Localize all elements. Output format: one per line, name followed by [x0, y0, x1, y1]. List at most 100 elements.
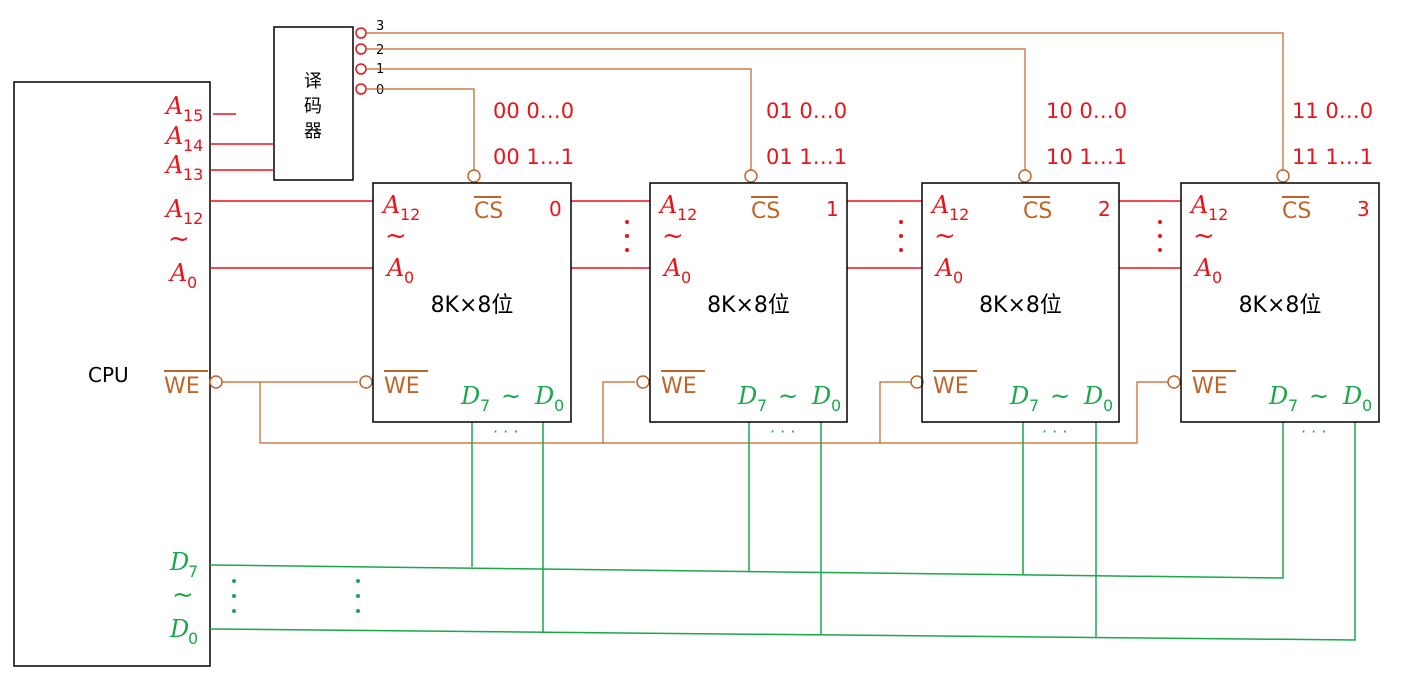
chip-pin-d7-sub: 7 — [757, 396, 767, 415]
chip-pin-a12-letter: A — [1189, 191, 1208, 219]
data-bus — [209, 422, 1356, 641]
cpu-pin-a12: A 12 — [164, 195, 203, 228]
cpu-pin-we: WE — [164, 370, 208, 399]
cpu-pin-a15: A 15 — [164, 92, 203, 125]
chip-pin-d7-sub: 7 — [1029, 396, 1039, 415]
svg-text:0: 0 — [188, 629, 198, 648]
chip-addr-tilde: ~ — [934, 221, 956, 251]
chip-pin-a12-sub: 12 — [949, 205, 969, 224]
cpu-pin-a0: A 0 — [168, 259, 197, 292]
chip-pin-we: WE — [661, 374, 697, 399]
chip-pin-we: WE — [384, 374, 420, 399]
chip-outline — [649, 182, 848, 423]
chip-pin-a12-sub: 12 — [677, 205, 697, 224]
chip-pin-cs: CS — [751, 199, 780, 224]
cpu-pin-d0: D 0 — [169, 615, 198, 648]
chip-pin-d0-letter: D — [534, 382, 554, 410]
decoder-label-line-1: 译 — [304, 71, 322, 92]
chip-pin-a0-sub: 0 — [681, 268, 691, 287]
svg-text:2: 2 — [376, 43, 384, 58]
svg-text:7: 7 — [188, 562, 198, 581]
chip-index: 1 — [826, 197, 839, 221]
chip-pin-a12-letter: A — [930, 191, 949, 219]
chip-data-tilde: ~ — [501, 382, 521, 410]
chip-pin-d0-sub: 0 — [831, 396, 841, 415]
chip-outline — [372, 182, 572, 423]
svg-text:A: A — [168, 259, 187, 287]
chip-pin-d7-letter: D — [1009, 382, 1029, 410]
chip-data-tilde: ~ — [778, 382, 798, 410]
chip-pin-a12-sub: 12 — [400, 205, 420, 224]
svg-text:3: 3 — [376, 19, 384, 34]
chip-pin-d0-letter: D — [1083, 382, 1103, 410]
svg-text:14: 14 — [183, 136, 203, 155]
chip-pin-a12-letter: A — [658, 191, 677, 219]
cpu-label: CPU — [88, 363, 129, 387]
chip-addr-tilde: ~ — [662, 221, 684, 251]
chip-pin-a0-letter: A — [1193, 254, 1212, 282]
svg-text:13: 13 — [183, 165, 203, 184]
decoder-block — [273, 26, 354, 181]
svg-text:D: D — [169, 615, 189, 643]
chip-pin-we: WE — [933, 374, 969, 399]
chip-pin-a0-letter: A — [385, 254, 404, 282]
cpu-block — [13, 81, 211, 667]
decoder-output-0: 0 — [355, 83, 384, 98]
chip-pin-we: WE — [1192, 374, 1228, 399]
chip-addr-end: 00 1…1 — [493, 145, 574, 169]
cpu-pin-d7: D 7 — [169, 548, 198, 581]
decoder-label-line-2: 码 — [304, 96, 322, 117]
write-enable-bubbles — [209, 375, 1181, 389]
chip-data-tilde: ~ — [1309, 382, 1329, 410]
decoder-output-3: 3 — [355, 19, 384, 39]
chip-select-bubbles — [467, 169, 1290, 183]
chip-pin-a0-letter: A — [934, 254, 953, 282]
chip-pin-d7-letter: D — [1268, 382, 1288, 410]
svg-text:D: D — [169, 548, 189, 576]
chip-select-lines — [366, 32, 1284, 170]
chip-addr-tilde: ~ — [385, 221, 407, 251]
svg-text:WE: WE — [164, 374, 200, 399]
chip-pin-a0-letter: A — [662, 254, 681, 282]
chip-pin-a0-sub: 0 — [404, 268, 414, 287]
address-bus — [210, 113, 1181, 269]
svg-text:A: A — [164, 195, 183, 223]
svg-text:0: 0 — [376, 83, 384, 98]
chip-data-ellipsis: · · · — [1042, 422, 1067, 441]
chip-outline — [921, 182, 1120, 423]
cpu-addr-tilde: ~ — [168, 224, 190, 254]
chip-addr-start: 01 0…0 — [766, 99, 847, 123]
chip-addr-end: 01 1…1 — [766, 145, 847, 169]
chip-pin-a12-sub: 12 — [1208, 205, 1228, 224]
chip-data-ellipsis: · · · — [1301, 422, 1326, 441]
chip-pin-d0-sub: 0 — [554, 396, 564, 415]
chip-pin-d7-letter: D — [460, 382, 480, 410]
decoder-label-line-3: 器 — [304, 121, 322, 142]
chip-addr-end: 11 1…1 — [1292, 145, 1373, 169]
chip-addr-end: 10 1…1 — [1046, 145, 1127, 169]
chip-pin-a0-sub: 0 — [1212, 268, 1222, 287]
svg-text:A: A — [164, 151, 183, 179]
chip-index: 0 — [549, 197, 562, 221]
chip-pin-cs: CS — [1282, 199, 1311, 224]
chip-label: 8K×8位 — [979, 293, 1062, 318]
chip-label: 8K×8位 — [431, 293, 514, 318]
chip-outline — [1180, 182, 1380, 423]
chip-data-tilde: ~ — [1050, 382, 1070, 410]
chip-pin-a12-letter: A — [381, 191, 400, 219]
chip-pin-cs: CS — [1023, 199, 1052, 224]
chip-addr-start: 10 0…0 — [1046, 99, 1127, 123]
write-enable-lines — [222, 381, 1168, 444]
chip-addr-start: 11 0…0 — [1292, 99, 1373, 123]
cpu-pin-a13: A 13 — [164, 151, 203, 184]
chip-addr-tilde: ~ — [1193, 221, 1215, 251]
cpu-pin-a14: A 14 — [164, 122, 203, 155]
chip-pin-d7-sub: 7 — [480, 396, 490, 415]
chip-pin-cs: CS — [474, 199, 503, 224]
chip-data-ellipsis: · · · — [770, 422, 795, 441]
chip-pin-d0-letter: D — [811, 382, 831, 410]
chip-label: 8K×8位 — [1239, 293, 1322, 318]
